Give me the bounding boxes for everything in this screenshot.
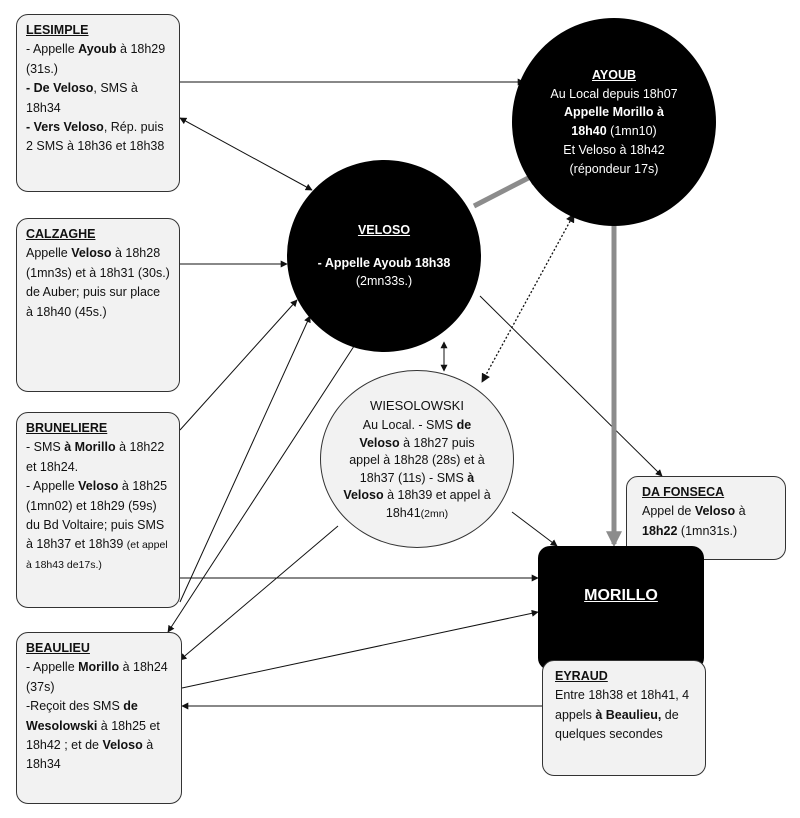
text: à 18h22 et 18h24. — [26, 440, 165, 474]
text-bold: Veloso — [102, 737, 143, 752]
text: (1mn31s.) — [677, 523, 738, 538]
text: (2mn33s.) — [355, 274, 413, 289]
node-morillo: MORILLO — [538, 546, 704, 670]
node-bruneliere: BRUNELIERE - SMS à Morillo à 18h22 et 18… — [16, 412, 180, 608]
text-bold: Veloso — [71, 246, 112, 261]
node-dafonseca-title: DA FONSECA — [642, 485, 725, 499]
text: à 18h24 (37s) — [26, 660, 168, 694]
text-bold: - Appelle Ayoub 18h38 — [317, 255, 451, 270]
node-lesimple-title: LESIMPLE — [26, 23, 89, 37]
node-beaulieu-title: BEAULIEU — [26, 641, 90, 655]
text: à — [735, 504, 746, 519]
node-wiesolowski-title: WIESOLOWSKI — [370, 397, 464, 413]
text-bold: 18h22 — [642, 523, 678, 538]
node-calzaghe-title: CALZAGHE — [26, 227, 96, 241]
node-calzaghe: CALZAGHE Appelle Veloso à 18h28 (1mn3s) … — [16, 218, 180, 392]
text: à 18h29 (31s.) — [26, 42, 166, 76]
node-veloso: VELOSO - Appelle Ayoub 18h38 (2mn33s.) — [287, 160, 481, 352]
text: -Reçoit des SMS — [26, 699, 124, 714]
text-bold: Veloso — [694, 504, 736, 519]
text: Au Local. - SMS — [362, 418, 457, 433]
text: - Appelle — [26, 479, 79, 494]
node-wiesolowski: WIESOLOWSKI Au Local. - SMS de Veloso à … — [320, 370, 514, 548]
text: - Appelle — [26, 660, 79, 675]
text-small: (et appel à 18h43 de17s.) — [26, 539, 168, 571]
node-bruneliere-text: - SMS à Morillo à 18h22 et 18h24. - Appe… — [26, 438, 170, 574]
arrow-beaulieu-morillo — [181, 609, 539, 689]
node-ayoub-l1: Au Local depuis 18h07 — [550, 86, 678, 101]
node-beaulieu-text: - Appelle Morillo à 18h24 (37s) -Reçoit … — [26, 658, 172, 774]
text-bold: Ayoub — [78, 42, 117, 57]
node-eyraud: EYRAUD Entre 18h38 et 18h41, 4 appels à … — [542, 660, 706, 776]
text: Appelle — [26, 246, 72, 261]
arrow-wiesolowski-morillo — [511, 511, 558, 547]
text: Entre 18h38 et 18h41, 4 appels — [555, 688, 690, 722]
arrow-lesimple-veloso — [179, 117, 313, 191]
arrow-wiesolowski-beaulieu — [179, 525, 339, 661]
node-ayoub-l2: Appelle Morillo à 18h40 (1mn10) — [547, 103, 681, 141]
text: à 18h28 (1mn3s) et à 18h31 (30s.) de Aub… — [26, 246, 170, 319]
text: à 18h25 (1mn02) et 18h29 (59s) du Bd Vol… — [26, 479, 168, 552]
node-ayoub: AYOUB Au Local depuis 18h07 Appelle Mori… — [512, 18, 716, 226]
text-bold: à Veloso — [343, 470, 475, 503]
node-eyraud-title: EYRAUD — [555, 669, 608, 683]
text-bold: à Morillo — [64, 440, 116, 455]
text-bold: Morillo — [78, 660, 120, 675]
node-veloso-title: VELOSO — [357, 222, 411, 237]
text-bold: à Beaulieu, — [595, 707, 662, 722]
text-bold: Appelle Morillo à 18h40 — [563, 105, 664, 138]
text-bold: - Vers Veloso — [26, 119, 104, 134]
node-beaulieu: BEAULIEU - Appelle Morillo à 18h24 (37s)… — [16, 632, 182, 804]
node-lesimple-text: - Appelle Ayoub à 18h29 (31s.) - De Velo… — [26, 40, 170, 156]
text-bold: Veloso — [78, 479, 119, 494]
node-morillo-title: MORILLO — [584, 587, 658, 604]
text: , Rép. puis 2 SMS à 18h36 et 18h38 — [26, 119, 165, 154]
arrow-ayoub-wiesolowski — [481, 213, 575, 383]
arrow-beaulieu-veloso — [179, 315, 311, 603]
arrow-bruneliere-veloso — [179, 299, 298, 431]
node-wiesolowski-text: Au Local. - SMS de Veloso à 18h27 puis a… — [343, 417, 491, 522]
node-ayoub-title: AYOUB — [592, 67, 636, 82]
text: , SMS à 18h34 — [26, 81, 138, 115]
text: à 18h34 — [26, 737, 154, 772]
node-lesimple: LESIMPLE - Appelle Ayoub à 18h29 (31s.) … — [16, 14, 180, 192]
node-calzaghe-text: Appelle Veloso à 18h28 (1mn3s) et à 18h3… — [26, 244, 170, 322]
text: à 18h27 puis appel à 18h28 (28s) et à 18… — [349, 435, 485, 485]
text: - Appelle — [26, 42, 79, 57]
text-bold: de Veloso — [359, 418, 472, 450]
text: de quelques secondes — [555, 707, 679, 742]
text: - SMS — [26, 440, 65, 455]
node-ayoub-l3: Et Veloso à 18h42 (répondeur 17s) — [563, 142, 665, 176]
node-bruneliere-title: BRUNELIERE — [26, 421, 108, 435]
text-bold: de Wesolowski — [26, 699, 138, 733]
text: à 18h39 et appel à 18h41 — [383, 488, 491, 520]
node-eyraud-text: Entre 18h38 et 18h41, 4 appels à Beaulie… — [555, 686, 693, 744]
text: à 18h25 et 18h42 ; et de — [26, 718, 160, 752]
node-dafonseca-text: Appel de Veloso à 18h22 (1mn31s.) — [642, 502, 776, 541]
text: (1mn10) — [606, 124, 657, 138]
node-veloso-text: - Appelle Ayoub 18h38 (2mn33s.) — [312, 254, 456, 292]
text-bold: - De Veloso — [26, 81, 94, 96]
text: Appel de — [642, 504, 695, 519]
arrow-veloso-beaulieu — [167, 339, 359, 633]
text-small: (2mn) — [420, 507, 449, 520]
